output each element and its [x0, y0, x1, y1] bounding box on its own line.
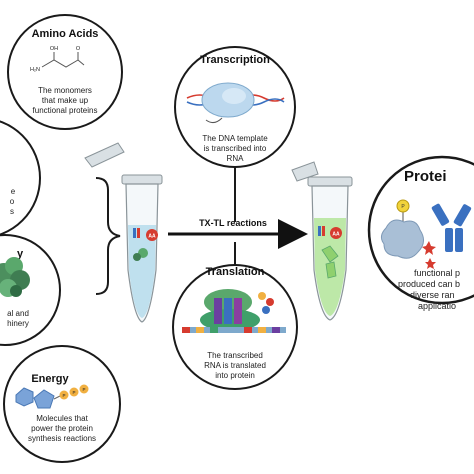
amino-acids-text-2: that make up [42, 96, 89, 105]
right-reaction-tube: AA [291, 161, 353, 321]
right-tube-contents-icon: AA [318, 226, 342, 279]
proteins-circle: Protei P functional p produced can b div… [367, 155, 474, 311]
left-tube-contents-icon: AA [133, 228, 158, 261]
machinery-text-2: hinery [7, 319, 29, 328]
ribosome-translation-icon [182, 289, 286, 333]
atp-molecule-icon: P P P [15, 384, 89, 409]
protein-structures-icon: P [380, 199, 472, 269]
molecule-label-o: O [76, 46, 81, 52]
energy-title: Energy [31, 373, 69, 385]
tx-tl-label: TX-TL reactions [199, 218, 267, 228]
molecule-label-nh2: H₂N [30, 67, 40, 73]
left-partial-circle: e o s [0, 120, 41, 236]
energy-circle: Energy P P P Molecules that power the pr… [3, 345, 121, 463]
phosphate-label-3: P [82, 387, 85, 392]
right-tube-aa-badge: AA [332, 232, 340, 238]
molecule-label-oh: OH [50, 46, 58, 52]
amino-acids-text-1: The monomers [38, 86, 92, 95]
amino-acids-circle: Amino Acids OH H₂N O The monomers that m… [7, 14, 123, 130]
machinery-text-1: al and [7, 309, 29, 318]
phosphate-label-1: P [62, 393, 65, 398]
left-tube-aa-badge: AA [148, 234, 156, 240]
energy-text-3: synthesis reactions [28, 434, 96, 443]
proteins-text-4: applicatio [418, 301, 456, 311]
energy-text-2: power the protein [31, 424, 93, 433]
machinery-circle: y al and hinery [0, 234, 61, 346]
left-partial-text-1: e [11, 187, 16, 196]
left-partial-text-2: o [10, 197, 15, 206]
right-tube-cap [291, 161, 319, 182]
antibody-icon [431, 203, 472, 252]
proteins-text-3: diverse ran [410, 290, 455, 300]
amino-acid-molecule-icon: OH H₂N O [30, 46, 85, 73]
proteins-text-1: functional p [414, 268, 460, 278]
amino-acids-title: Amino Acids [32, 28, 99, 40]
grouping-brace [95, 177, 121, 295]
left-partial-text-3: s [10, 207, 14, 216]
proteins-text-2: produced can b [398, 279, 460, 289]
machinery-title: y [17, 248, 24, 260]
translation-circle: Translation The transcribed RNA is trans… [172, 242, 298, 390]
phosphate-label-2: P [72, 390, 75, 395]
translation-text-2: RNA is translated [204, 361, 266, 370]
proteins-title: Protei [404, 168, 447, 185]
translation-title: Translation [206, 266, 265, 278]
transcription-text-1: The DNA template [202, 134, 268, 143]
translation-text-3: into protein [215, 371, 255, 380]
translation-text-1: The transcribed [207, 351, 263, 360]
transcription-text-3: RNA [227, 154, 245, 163]
transcription-title: Transcription [200, 54, 270, 66]
tx-tl-arrow: TX-TL reactions [168, 218, 308, 249]
transcription-text-2: is transcribed into [204, 144, 267, 153]
ligand-label: P [401, 204, 405, 210]
amino-acids-text-3: functional proteins [33, 106, 98, 115]
left-reaction-tube: AA [84, 142, 163, 323]
transcription-circle: Transcription The DNA template is transc… [174, 46, 296, 222]
energy-text-1: Molecules that [36, 414, 88, 423]
left-tube-cap [84, 142, 125, 168]
rna-polymerase-icon [186, 82, 285, 124]
ribosome-cluster-icon [0, 257, 30, 297]
